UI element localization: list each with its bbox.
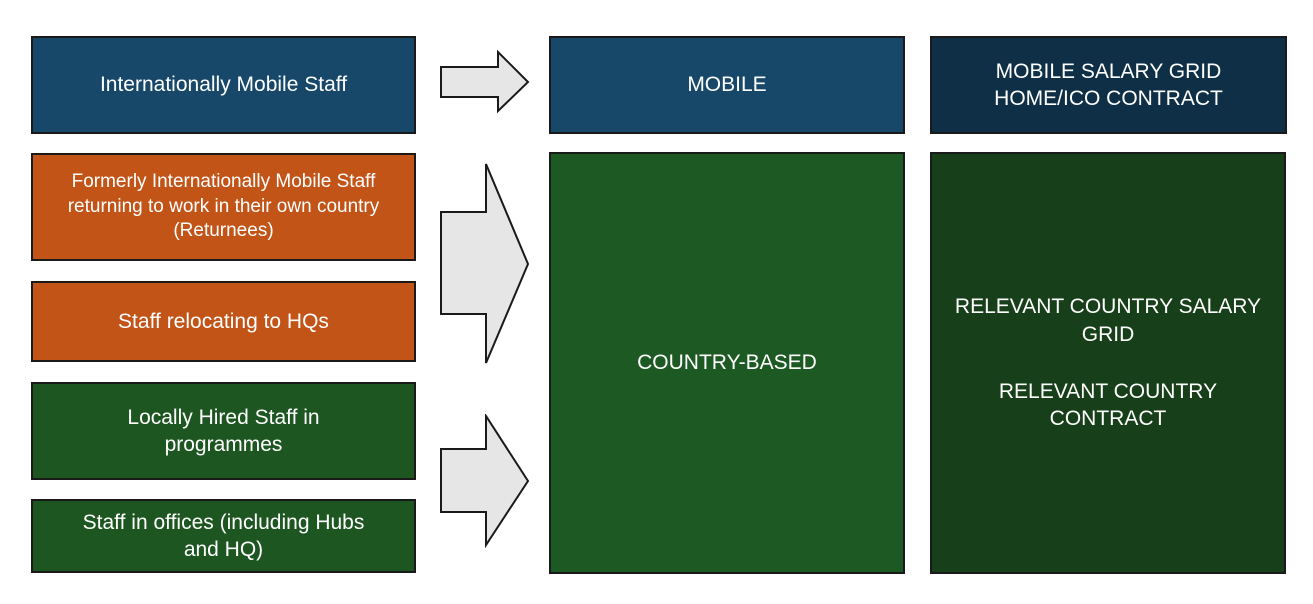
country-contract-box: RELEVANT COUNTRY SALARY GRID RELEVANT CO… — [930, 152, 1286, 574]
mobile-category-box: MOBILE — [549, 36, 905, 134]
mobile-category-label: MOBILE — [687, 73, 767, 97]
office-staff-label-line2: and HQ) — [183, 538, 264, 561]
arrow-right-icon — [440, 163, 530, 364]
country-contract-text: RELEVANT COUNTRY SALARY GRID RELEVANT CO… — [955, 293, 1261, 432]
mobile-contract-box: MOBILE SALARY GRID HOME/ICO CONTRACT — [930, 36, 1287, 134]
country-based-label: COUNTRY-BASED — [637, 351, 817, 375]
returnees-text: Formerly Internationally Mobile Staff re… — [68, 170, 380, 244]
office-staff-box: Staff in offices (including Hubs and HQ) — [31, 499, 416, 573]
mobile-contract-text: MOBILE SALARY GRID HOME/ICO CONTRACT — [994, 58, 1223, 113]
returnees-label-line2: returning to work in their own country — [67, 195, 380, 217]
mobile-salary-grid-label: MOBILE SALARY GRID — [995, 59, 1222, 83]
arrow-right-icon — [440, 414, 530, 548]
arrow-right-icon — [440, 50, 530, 114]
mobile-staff-label: Internationally Mobile Staff — [99, 73, 348, 97]
office-staff-label-line1: Staff in offices (including Hubs — [82, 510, 365, 534]
returnees-label-line3: (Returnees) — [173, 220, 274, 242]
country-based-box: COUNTRY-BASED — [549, 152, 905, 574]
home-ico-contract-label: HOME/ICO CONTRACT — [994, 87, 1223, 110]
relocating-label: Staff relocating to HQs — [118, 309, 329, 333]
office-staff-text: Staff in offices (including Hubs and HQ) — [83, 509, 365, 564]
returnees-box: Formerly Internationally Mobile Staff re… — [31, 153, 416, 261]
local-staff-box: Locally Hired Staff in programmes — [31, 382, 416, 480]
local-staff-label-line1: Locally Hired Staff in — [127, 405, 320, 429]
country-salary-grid-label-line1: RELEVANT COUNTRY SALARY — [954, 295, 1262, 319]
country-contract-label-line1: RELEVANT COUNTRY — [998, 380, 1218, 403]
country-salary-grid-label-line2: GRID — [1081, 322, 1135, 346]
local-staff-label-line2: programmes — [164, 433, 283, 456]
local-staff-text: Locally Hired Staff in programmes — [127, 404, 319, 459]
mobile-staff-box: Internationally Mobile Staff — [31, 36, 416, 134]
returnees-label-line1: Formerly Internationally Mobile Staff — [71, 170, 376, 192]
country-contract-label-line2: CONTRACT — [1049, 407, 1167, 431]
relocating-box: Staff relocating to HQs — [31, 281, 416, 362]
